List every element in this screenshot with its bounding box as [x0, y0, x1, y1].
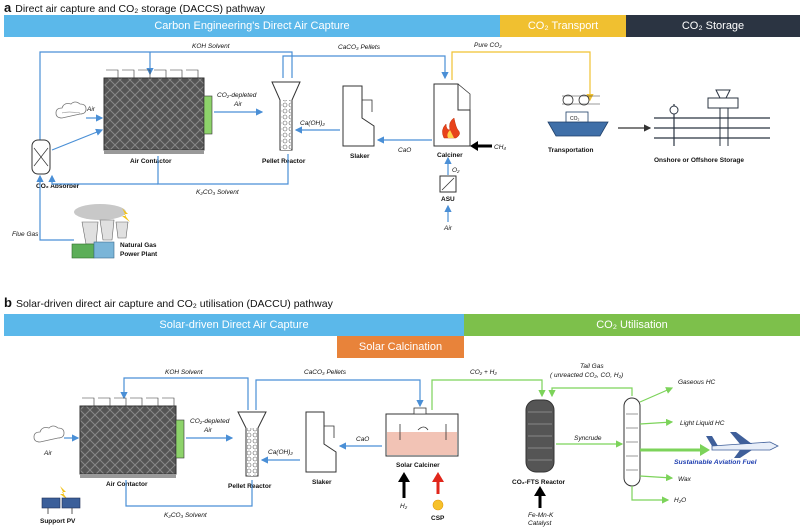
- ship-icon: [547, 94, 609, 137]
- calciner-label-a: Calciner: [437, 152, 463, 159]
- asu-air-label: Air: [443, 225, 453, 232]
- flue-gas-line: [36, 174, 74, 241]
- fts-reactor: [525, 399, 555, 473]
- co2-absorber-a: [31, 139, 51, 175]
- air-label-b: Air: [43, 450, 53, 457]
- storage-label: Onshore or Offshore Storage: [654, 157, 744, 164]
- band-utilisation: CO₂ Utilisation: [464, 314, 800, 336]
- caco3-label-b: CaCO₃ Pellets: [304, 369, 347, 376]
- koh-solvent-label-a: KOH Solvent: [192, 43, 231, 50]
- panel-a-title-text: Direct air capture and CO₂ storage (DACC…: [15, 3, 265, 15]
- transportation-label: Transportation: [548, 147, 594, 154]
- band-capture-a: Carbon Engineering's Direct Air Capture: [4, 15, 500, 37]
- caoh2-label-a: Ca(OH)₂: [300, 120, 325, 127]
- wax-arrow: [639, 474, 674, 482]
- solar-panel-icon: [41, 486, 81, 514]
- h2o-label: H₂O: [674, 497, 686, 504]
- natural-gas-label: Natural Gas: [120, 242, 157, 249]
- k2co3-label-b: K₂CO₃ Solvent: [164, 512, 208, 519]
- pellet-reactor-label-b: Pellet Reactor: [228, 483, 272, 490]
- slaker-a: [342, 85, 375, 147]
- power-plant-icon: [71, 204, 130, 259]
- air-cloud-icon-b: [33, 425, 65, 443]
- sun-icon: [432, 499, 444, 511]
- band-transport: CO₂ Transport: [500, 15, 626, 37]
- light-liquid-hc-label: Light Liquid HC: [680, 420, 725, 427]
- koh-solvent-line-b: [120, 377, 249, 410]
- k2co3-label-a: K₂CO₃ Solvent: [196, 189, 240, 196]
- slaker-label-b: Slaker: [312, 479, 332, 486]
- co2-depleted-air-label-b: Air: [203, 427, 213, 434]
- co2-depleted-label-a: CO₂-depleted: [217, 92, 257, 99]
- caoh2-label-b: Ca(OH)₂: [268, 449, 293, 456]
- tail-gas-label: Tail Gas: [580, 363, 604, 370]
- distillation-column: [623, 397, 641, 487]
- calciner-a: [433, 83, 471, 147]
- airplane-icon: [706, 432, 779, 458]
- slaker-b: [305, 411, 337, 473]
- co2-absorber-label: CO₂ Absorber: [36, 183, 80, 190]
- power-plant-label: Power Plant: [120, 251, 158, 258]
- ch4-label: CH₄: [494, 144, 506, 151]
- o2-label: O₂: [452, 167, 460, 174]
- h2o-arrow: [631, 486, 670, 504]
- wax-label: Wax: [678, 476, 692, 483]
- band-solar-calcination: Solar Calcination: [337, 336, 464, 358]
- panel-b-title-text: Solar-driven direct air capture and CO₂ …: [15, 298, 333, 310]
- k2co3-line-b: [125, 480, 253, 507]
- caco3-line-a: [282, 55, 449, 80]
- light-liquid-hc-arrow: [639, 418, 674, 426]
- solar-calciner: [385, 407, 459, 457]
- catalyst-label-2: Catalyst: [528, 520, 553, 527]
- pellet-reactor-label-a: Pellet Reactor: [262, 158, 306, 165]
- pure-co2-line: [451, 51, 594, 102]
- solar-calciner-label: Solar Calciner: [396, 462, 440, 469]
- cao-label-a: CaO: [398, 147, 411, 154]
- pure-co2-label: Pure CO₂: [474, 42, 502, 49]
- absorber-to-contactor-a: [51, 128, 104, 151]
- ship-co2-tag: CO₂: [570, 116, 580, 122]
- support-pv-label: Support PV: [40, 518, 76, 525]
- caco3-line-b: [255, 379, 424, 410]
- cao-label-b: CaO: [356, 436, 369, 443]
- panel-a-letter: a: [4, 0, 12, 15]
- koh-solvent-label-b: KOH Solvent: [165, 369, 204, 376]
- co2-h2-line: [431, 379, 546, 410]
- pellet-reactor-b: [237, 411, 267, 477]
- tail-gas-detail-label: ( unreacted CO₂, CO, H₂): [550, 372, 623, 379]
- saf-label: Sustainable Aviation Fuel: [674, 459, 757, 466]
- co2-depleted-air-label-a: Air: [233, 101, 243, 108]
- air-contactor-label-b: Air Contactor: [106, 481, 148, 488]
- caco3-label-a: CaCO₃ Pellets: [338, 44, 381, 51]
- air-contactor-a: [103, 69, 213, 154]
- fts-reactor-label: CO₂-FTS Reactor: [512, 479, 566, 486]
- tail-gas-line: [548, 387, 633, 398]
- asu-unit: [439, 175, 457, 193]
- syncrude-label: Syncrude: [574, 435, 602, 442]
- k2co3-line-a: [48, 154, 289, 185]
- air-cloud-icon-a: [55, 101, 87, 119]
- catalyst-label: Fe-Mn-K: [528, 512, 554, 519]
- storage-icon: [654, 89, 770, 146]
- panel-b-letter: b: [4, 295, 12, 310]
- air-label-a: Air: [86, 106, 96, 113]
- band-capture-b: Solar-driven Direct Air Capture: [4, 314, 464, 336]
- gaseous-hc-label: Gaseous HC: [678, 379, 716, 386]
- air-contactor-b: [79, 397, 185, 478]
- pellet-reactor-a: [271, 81, 301, 151]
- asu-label: ASU: [441, 196, 455, 203]
- h2-label: H₂: [400, 503, 408, 510]
- co2-depleted-label-b: CO₂-depleted: [190, 418, 230, 425]
- csp-label: CSP: [431, 515, 445, 522]
- air-contactor-label-a: Air Contactor: [130, 158, 172, 165]
- flue-gas-label: Flue Gas: [12, 231, 39, 238]
- gaseous-hc-arrow: [639, 387, 674, 403]
- slaker-label-a: Slaker: [350, 153, 370, 160]
- band-storage: CO₂ Storage: [626, 15, 800, 37]
- co2-h2-label: CO₂ + H₂: [470, 369, 497, 376]
